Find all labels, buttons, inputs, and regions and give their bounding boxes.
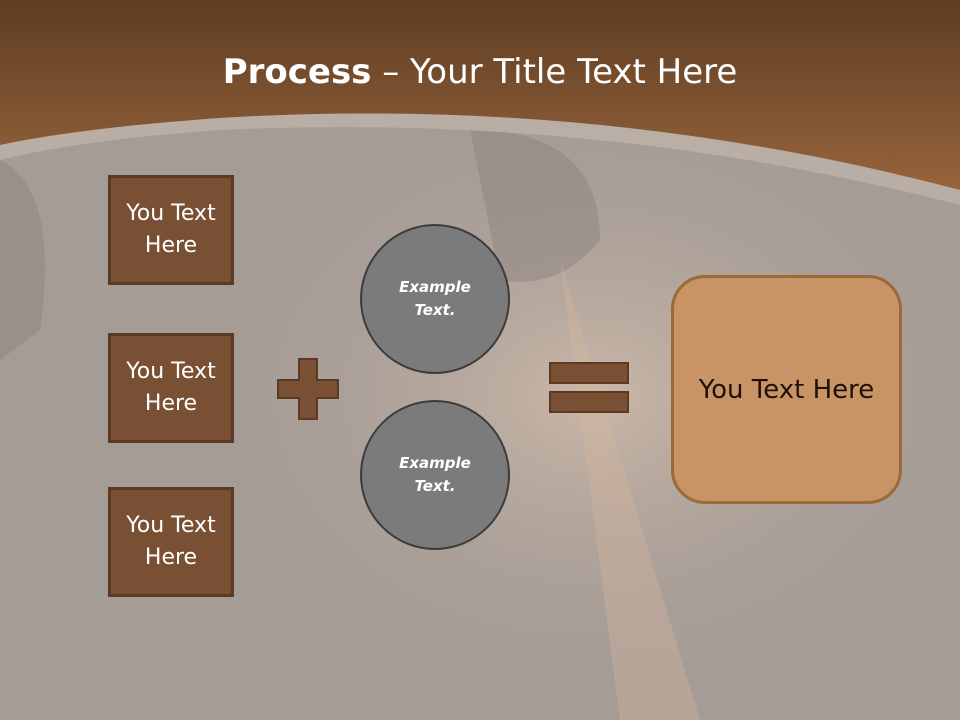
equals-icon xyxy=(549,362,629,413)
result-box: You Text Here xyxy=(671,275,902,504)
left-box-3-label: You Text Here xyxy=(126,513,216,570)
circle-1: Example Text. xyxy=(360,224,510,374)
left-box-1: You Text Here xyxy=(108,175,234,285)
title-rest: – Your Title Text Here xyxy=(371,52,738,92)
left-box-3: You Text Here xyxy=(108,487,234,597)
plus-icon xyxy=(277,358,339,420)
circle-1-label: Example Text. xyxy=(399,278,471,319)
title-bold: Process xyxy=(222,52,372,92)
left-box-1-label: You Text Here xyxy=(126,201,216,258)
circle-2: Example Text. xyxy=(360,400,510,550)
slide-title: Process – Your Title Text Here xyxy=(0,52,960,92)
result-label: You Text Here xyxy=(698,374,875,405)
left-box-2: You Text Here xyxy=(108,333,234,443)
circle-2-label: Example Text. xyxy=(399,454,471,495)
left-box-2-label: You Text Here xyxy=(126,359,216,416)
